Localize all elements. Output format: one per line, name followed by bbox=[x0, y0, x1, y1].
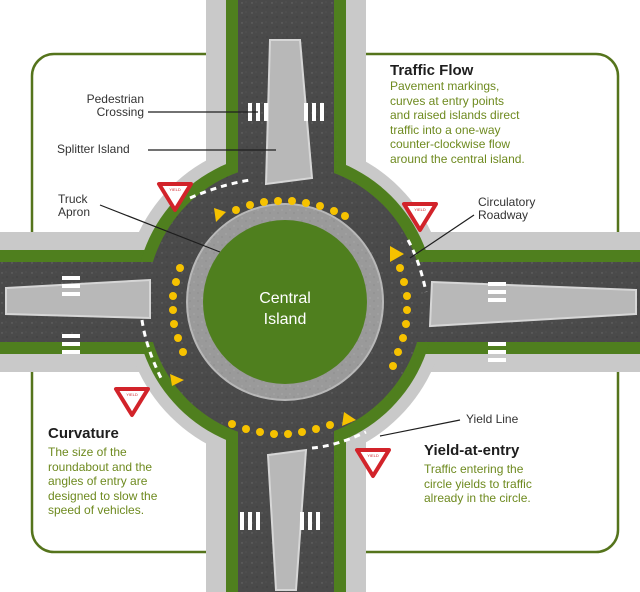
splitter-islands bbox=[5, 39, 637, 591]
circulatory-roadway-label: Circulatory Roadway bbox=[478, 195, 536, 222]
yield-sign-2-text: YIELD bbox=[414, 207, 426, 212]
yield-sign-3: YIELD bbox=[114, 387, 150, 417]
pedestrian-crossings bbox=[62, 103, 506, 530]
yield-sign-4-text: YIELD bbox=[367, 453, 379, 458]
yield-at-entry-title: Yield-at-entry bbox=[424, 442, 520, 459]
circulation-markers bbox=[169, 197, 411, 438]
yield-line-label: Yield Line bbox=[466, 412, 519, 426]
traffic-flow-title: Traffic Flow bbox=[390, 62, 474, 79]
yield-sign-3-text: YIELD bbox=[126, 392, 138, 397]
central-island bbox=[203, 220, 367, 384]
central-island-label: Central Island bbox=[259, 290, 311, 328]
yield-sign-4: YIELD bbox=[355, 448, 391, 478]
pedestrian-crossing-label: Pedestrian Crossing bbox=[86, 92, 144, 119]
curvature-title: Curvature bbox=[48, 425, 119, 442]
yield-lines bbox=[140, 178, 428, 450]
yield-at-entry-body: Traffic entering the circle yields to tr… bbox=[424, 462, 532, 505]
leader-lines bbox=[99, 111, 475, 437]
yield-sign-1-text: YIELD bbox=[169, 187, 181, 192]
yield-sign-1: YIELD bbox=[157, 182, 193, 212]
yield-sign-2: YIELD bbox=[402, 202, 438, 232]
splitter-island-label: Splitter Island bbox=[57, 142, 130, 156]
yield-signs: YIELD YIELD YIELD YIELD bbox=[114, 182, 438, 478]
truck-apron-label: Truck Apron bbox=[58, 192, 91, 219]
curvature-body: The size of the roundabout and the angle… bbox=[48, 445, 158, 517]
traffic-flow-body: Pavement markings, curves at entry point… bbox=[390, 79, 525, 166]
